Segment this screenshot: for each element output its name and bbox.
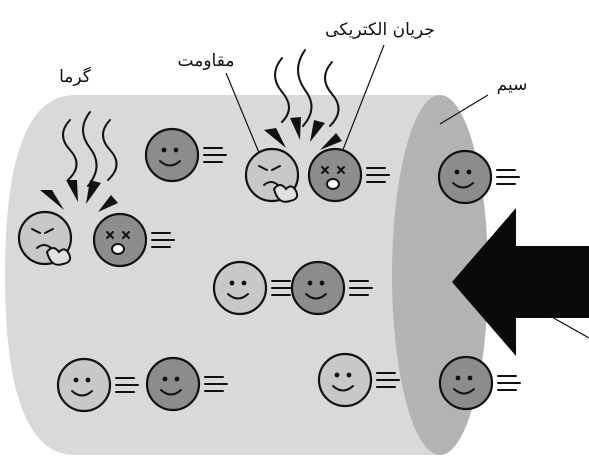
electron-face-smile: [71, 377, 93, 397]
collision-spike: [290, 117, 301, 140]
electron-body: [438, 355, 494, 411]
electron: [212, 260, 295, 316]
electron-face-smile: [159, 147, 181, 167]
electric-current-label: جریان الکتریکی: [325, 20, 435, 40]
electron-face-smile: [160, 376, 182, 396]
electron: [437, 149, 520, 205]
collision-spike: [40, 190, 64, 210]
collision-spike: [66, 180, 78, 202]
electron: [56, 357, 139, 413]
heat-squiggle: [102, 119, 118, 181]
collision-spike: [310, 120, 325, 142]
motion-lines: [151, 232, 175, 248]
electrons-layer: [17, 127, 521, 413]
electron-face-smile: [452, 169, 474, 189]
electron: [317, 352, 400, 408]
electron-body: [92, 212, 148, 268]
heat-squiggle: [62, 119, 78, 181]
electron-face-dizzy: [106, 231, 130, 255]
electron: [307, 147, 390, 203]
electron: [92, 212, 175, 268]
electron-face-smile: [332, 372, 354, 392]
electron: [145, 356, 228, 412]
heat-squiggle: [82, 111, 98, 187]
electron: [244, 147, 300, 203]
electron: [17, 210, 73, 266]
electron-face-smile: [305, 280, 327, 300]
electron-face-dizzy: [321, 166, 345, 190]
collision-spikes-left: [40, 180, 118, 212]
electron-face-smile: [453, 375, 475, 395]
electron-face-hurt: [31, 228, 72, 266]
electron-face-smile: [227, 280, 249, 300]
electron-body: [56, 357, 112, 413]
resistance-pointer-line: [225, 72, 263, 161]
motion-lines: [376, 372, 400, 388]
current-direction-arrow: [452, 208, 589, 356]
resistance-label: مقاومت: [178, 51, 235, 71]
collision-spike: [264, 128, 286, 148]
electron-body: [317, 352, 373, 408]
electron-body: [144, 127, 200, 183]
electron-body: [290, 260, 346, 316]
collision-spikes-top: [264, 117, 342, 150]
electron-body: [307, 147, 363, 203]
electron: [438, 355, 521, 411]
electron: [144, 127, 227, 183]
heat-squiggle: [297, 49, 313, 127]
motion-lines: [497, 375, 521, 391]
electron-body: [145, 356, 201, 412]
motion-lines: [204, 376, 228, 392]
wire-label: سیم: [497, 75, 528, 95]
collision-spike: [320, 133, 342, 150]
wire-pointer-line: [439, 94, 489, 125]
heat-squiggle: [274, 57, 290, 123]
motion-lines: [366, 167, 390, 183]
electron-face-hurt: [258, 165, 299, 203]
arrow-pointer-line: [542, 311, 589, 339]
heat-squiggles-left: [62, 111, 118, 187]
heat-squiggles-top: [274, 49, 340, 127]
motion-lines: [271, 280, 295, 296]
electron-body: [212, 260, 268, 316]
heat-squiggle: [324, 61, 340, 127]
electron: [290, 260, 373, 316]
motion-lines: [203, 147, 227, 163]
motion-lines: [349, 280, 373, 296]
electron-body: [437, 149, 493, 205]
motion-lines: [496, 169, 520, 185]
collision-spike: [86, 180, 101, 204]
motion-lines: [115, 377, 139, 393]
heat-label: گرما: [59, 66, 92, 87]
collision-spike: [98, 195, 118, 212]
